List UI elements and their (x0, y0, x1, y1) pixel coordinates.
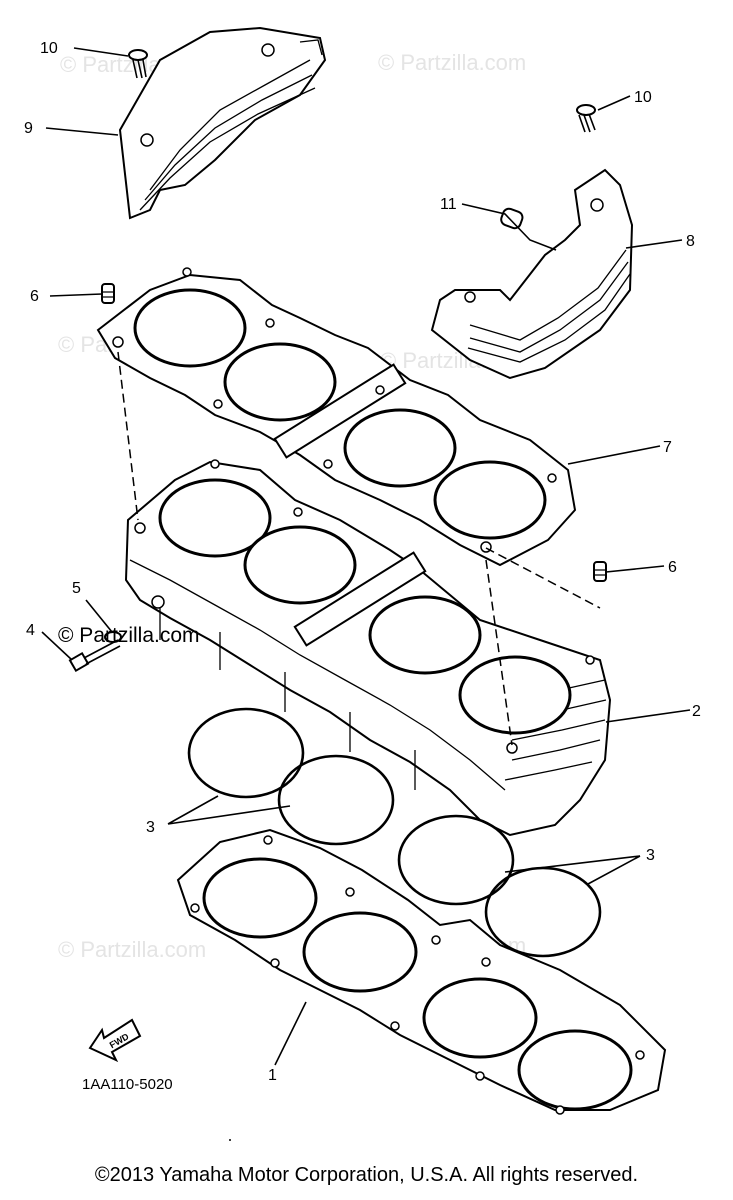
forward-arrow-icon: FWD (88, 1018, 142, 1063)
callout-9: 9 (24, 120, 33, 137)
callout-3: 3 (646, 847, 655, 864)
diagram-code: 1AA110-5020 (82, 1076, 173, 1093)
part-6-dowel-right (593, 561, 607, 582)
callout-2: 2 (692, 703, 701, 720)
callout-5: 5 (72, 580, 81, 597)
part-8-cover-right (430, 168, 634, 380)
part-11-damper (500, 207, 524, 230)
speck (229, 1139, 231, 1141)
part-10-bolt-right (576, 104, 596, 133)
callout-8: 8 (686, 233, 695, 250)
callout-11: 11 (440, 196, 457, 213)
part-7-head-gasket (96, 267, 577, 567)
callout-6: 6 (30, 288, 39, 305)
part-9-cover-left (118, 26, 327, 220)
callouts: 10 9 10 11 8 6 7 6 5 4 2 3 3 1 (24, 40, 701, 1084)
callout-7: 7 (663, 439, 672, 456)
part-1-base-gasket (176, 828, 667, 1115)
callout-10: 10 (634, 89, 652, 106)
callout-4: 4 (26, 622, 35, 639)
watermark: © Partzilla.com (58, 937, 206, 962)
callout-1: 1 (268, 1067, 277, 1084)
part-6-dowel-upper (101, 283, 115, 304)
callout-10: 10 (40, 40, 58, 57)
part-4-bolt (68, 639, 121, 673)
copyright-notice: ©2013 Yamaha Motor Corporation, U.S.A. A… (94, 1164, 639, 1186)
watermark: © Partzilla.com (378, 50, 526, 75)
alignment-lines (117, 351, 601, 746)
watermark-strong: © Partzilla.com (58, 624, 200, 647)
callout-6: 6 (668, 559, 677, 576)
leader-lines (41, 47, 691, 1066)
part-2-cylinder-block (124, 459, 612, 837)
part-10-bolt-left (128, 49, 148, 79)
callout-3: 3 (146, 819, 155, 836)
